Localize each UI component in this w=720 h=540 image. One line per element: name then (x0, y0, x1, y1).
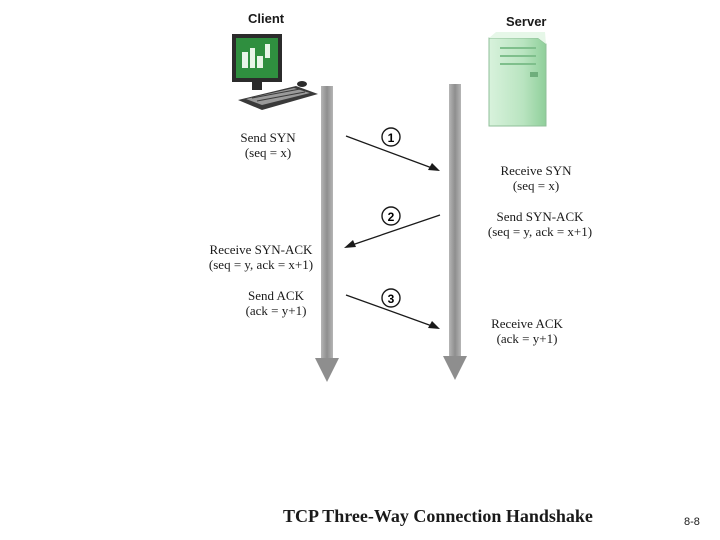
step-3-marker: 3 (381, 288, 401, 308)
ack-arrow (345, 294, 440, 329)
send-ack-text: Send ACK (248, 288, 304, 303)
step-3-number: 3 (388, 292, 395, 306)
client-receive-syn-ack-label: Receive SYN-ACK (seq = y, ack = x+1) (204, 242, 318, 272)
client-computer-icon (232, 34, 318, 110)
client-send-syn-label: Send SYN (seq = x) (218, 130, 318, 160)
receive-syn-text: Receive SYN (500, 163, 572, 178)
step-1-number: 1 (388, 131, 395, 145)
step-1-marker: 1 (381, 127, 401, 147)
receive-syn-ack-text: Receive SYN-ACK (209, 242, 313, 257)
send-syn-params: (seq = x) (244, 145, 292, 160)
receive-syn-params: (seq = x) (512, 178, 560, 193)
server-receive-syn-label: Receive SYN (seq = x) (486, 163, 586, 193)
step-2-marker: 2 (381, 206, 401, 226)
server-tower-icon (488, 32, 547, 127)
send-syn-ack-text: Send SYN-ACK (496, 209, 584, 224)
send-ack-params: (ack = y+1) (245, 303, 307, 318)
server-title: Server (506, 14, 547, 29)
server-timeline (443, 84, 467, 380)
syn-arrow (345, 135, 440, 171)
receive-ack-text: Receive ACK (491, 316, 563, 331)
server-send-syn-ack-label: Send SYN-ACK (seq = y, ack = x+1) (478, 209, 602, 239)
page-number: 8-8 (684, 516, 700, 528)
diagram-caption: TCP Three-Way Connection Handshake (283, 506, 593, 526)
server-receive-ack-label: Receive ACK (ack = y+1) (477, 316, 577, 346)
receive-ack-params: (ack = y+1) (496, 331, 558, 346)
syn-ack-arrow (344, 214, 441, 248)
step-2-number: 2 (388, 210, 395, 224)
client-title: Client (248, 11, 285, 26)
send-syn-ack-params: (seq = y, ack = x+1) (487, 224, 593, 239)
client-timeline (315, 86, 339, 382)
client-send-ack-label: Send ACK (ack = y+1) (226, 288, 326, 318)
send-syn-text: Send SYN (240, 130, 296, 145)
receive-syn-ack-params: (seq = y, ack = x+1) (208, 257, 314, 272)
